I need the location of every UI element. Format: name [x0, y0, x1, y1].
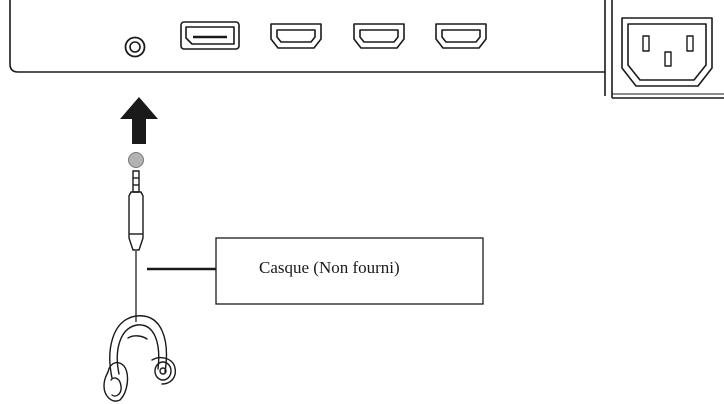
hdmi-port	[353, 23, 405, 49]
headphone-jack-port	[124, 36, 146, 58]
ac-power-inlet	[621, 17, 713, 87]
monitor-rear-panel	[9, 0, 724, 99]
displayport-port	[180, 21, 240, 50]
hdmi-port	[435, 23, 487, 49]
callout-label: Casque (Non fourni)	[259, 258, 400, 277]
headphones-icon	[103, 315, 177, 402]
callout-label-box: Casque (Non fourni)	[215, 237, 484, 305]
arrow-up-icon	[120, 97, 158, 144]
hdmi-port	[270, 23, 322, 49]
audio-plug-icon	[128, 152, 144, 251]
